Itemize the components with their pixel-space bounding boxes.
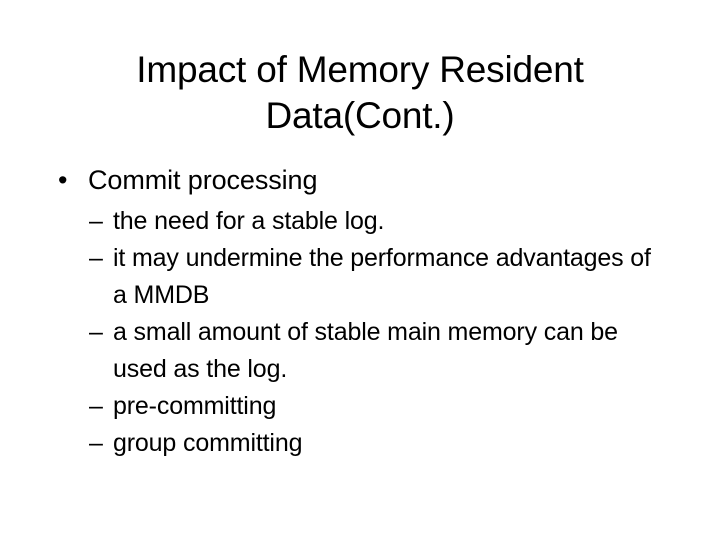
sub-bullet-label: pre-committing [113, 392, 277, 420]
bullet-dash-icon: – [89, 244, 103, 272]
slide-content-body: • Commit processing – the need for a sta… [0, 162, 720, 462]
list-item: – the need for a stable log. [0, 203, 720, 240]
bullet-level1-label: Commit processing [88, 165, 318, 195]
list-item: – pre-committing [0, 388, 720, 425]
bullet-dash-icon: – [89, 392, 103, 420]
bullet-dot-icon: • [58, 165, 68, 195]
sub-bullet-label: the need for a stable log. [113, 207, 385, 235]
bullet-level1-commit-processing: • Commit processing [0, 162, 720, 198]
list-item: – group committing [0, 425, 720, 462]
bullet-dash-icon: – [89, 207, 103, 235]
list-item: – a small amount of stable main memory c… [0, 314, 720, 388]
sub-bullet-label: it may undermine the performance advanta… [113, 244, 651, 309]
sub-bullet-label: a small amount of stable main memory can… [113, 318, 618, 383]
bullet-dash-icon: – [89, 429, 103, 457]
bullet-dash-icon: – [89, 318, 103, 346]
list-item: – it may undermine the performance advan… [0, 240, 720, 314]
page-title: Impact of Memory Resident Data(Cont.) [136, 49, 584, 136]
sub-bullet-list: – the need for a stable log. – it may un… [0, 203, 720, 462]
sub-bullet-label: group committing [113, 429, 303, 457]
